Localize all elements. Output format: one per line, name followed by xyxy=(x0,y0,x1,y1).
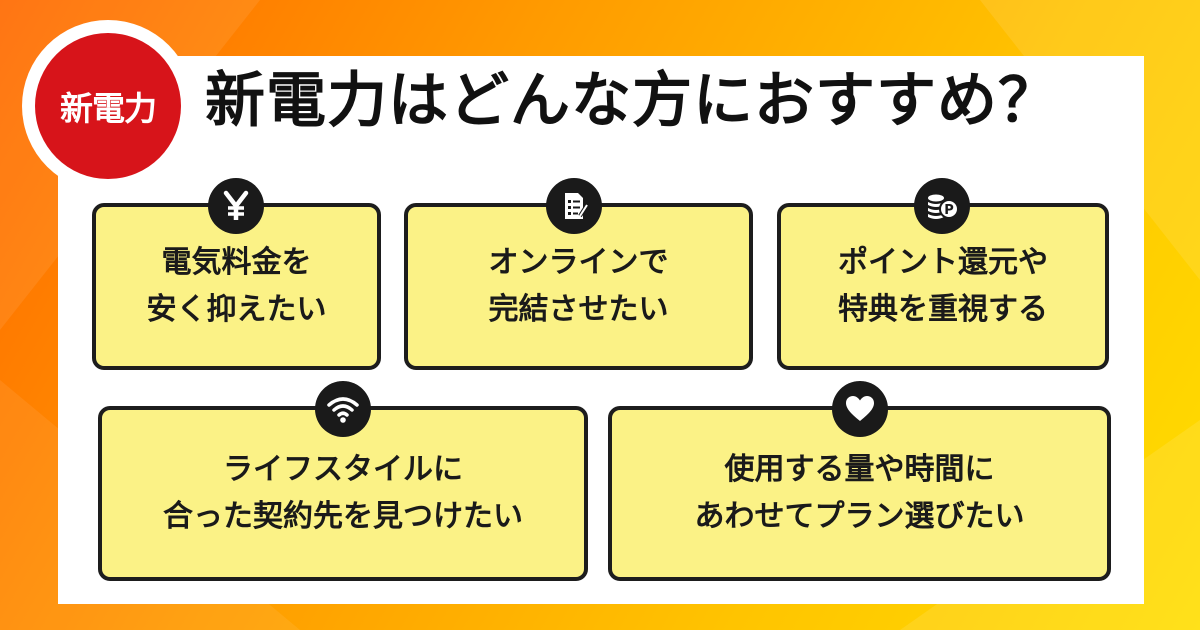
card-text: ライフスタイルに 合った契約先を見つけたい xyxy=(163,452,523,534)
badge-label: 新電力 xyxy=(35,33,181,179)
card-points: ポイント還元や 特典を重視する xyxy=(777,203,1109,370)
card-text: 使用する量や時間に あわせてプラン選びたい xyxy=(694,452,1025,534)
card-text: 電気料金を 安く抑えたい xyxy=(146,245,327,327)
card-text: オンラインで 完結させたい xyxy=(488,245,669,327)
document-checklist-icon xyxy=(546,178,602,234)
card-online: オンラインで 完結させたい xyxy=(404,203,753,370)
card-text: ポイント還元や 特典を重視する xyxy=(838,245,1048,327)
category-badge: 新電力 xyxy=(22,20,194,192)
yen-icon xyxy=(208,178,264,234)
coin-point-icon: P xyxy=(914,178,970,234)
svg-text:P: P xyxy=(944,203,954,218)
wifi-icon xyxy=(315,381,371,437)
heart-icon xyxy=(832,381,888,437)
page-title: 新電力はどんな方におすすめ？ xyxy=(205,66,1059,136)
